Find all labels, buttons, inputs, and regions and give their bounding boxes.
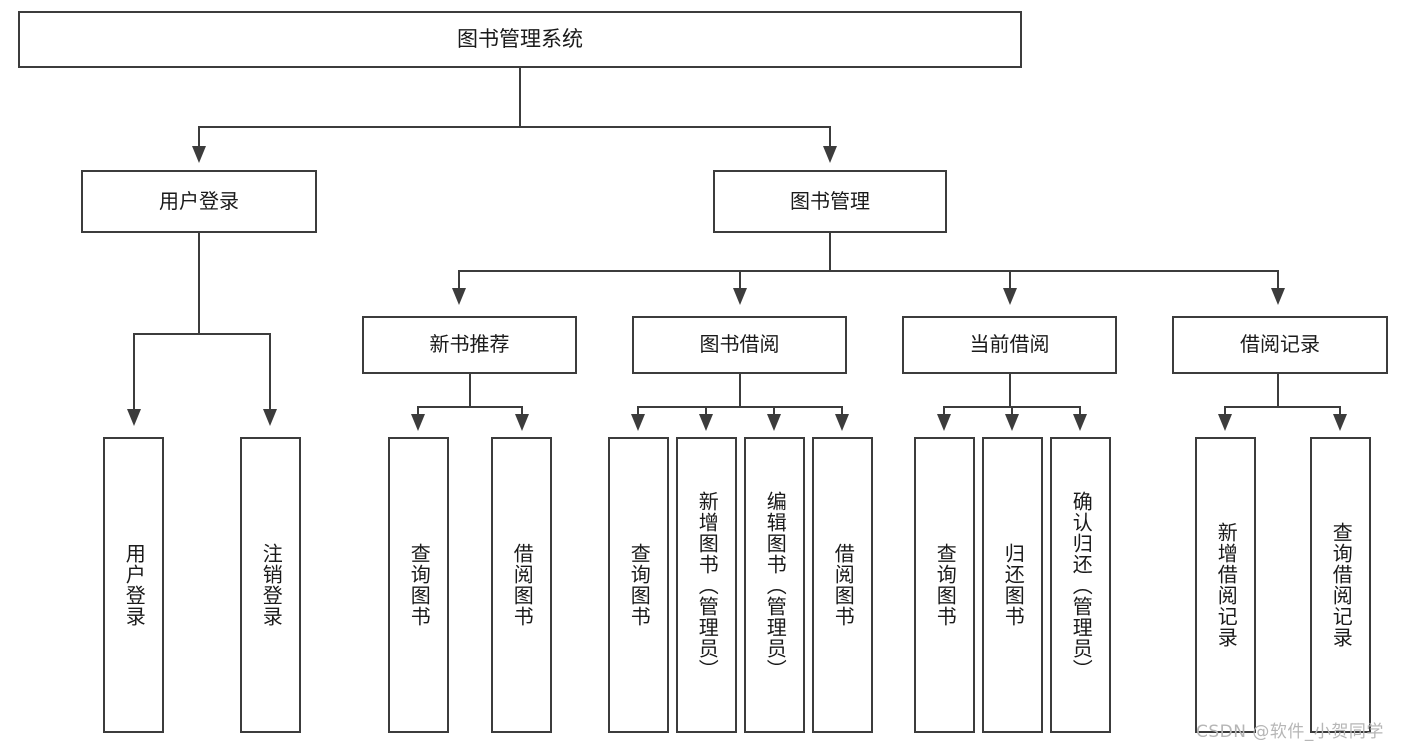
connector-user-login-bus [133, 333, 271, 335]
node-label: 新增图书（管理员） [695, 490, 720, 680]
connector-bb-branch-2 [705, 406, 707, 416]
arrow-down-icon [515, 414, 529, 431]
node-label: 当前借阅 [969, 332, 1050, 357]
arrow-down-icon [1218, 414, 1232, 431]
arrow-down-icon [699, 414, 713, 431]
leaf-cb-query-book[interactable]: 查询图书 [914, 437, 975, 733]
node-label: 用户登录 [122, 543, 147, 627]
arrow-down-icon [127, 409, 141, 426]
connector-br-branch-2 [1339, 406, 1341, 416]
node-label: 查询借阅记录 [1329, 522, 1354, 648]
arrow-down-icon [1271, 288, 1285, 305]
connector-new-book-recommend-stem [469, 374, 471, 408]
connector-bb-branch-4 [841, 406, 843, 416]
arrow-down-icon [835, 414, 849, 431]
connector-root-bus [198, 126, 831, 128]
arrow-down-icon [411, 414, 425, 431]
connector-to-book-borrow [739, 270, 741, 290]
arrow-down-icon [192, 146, 206, 163]
node-label: 用户登录 [159, 188, 239, 213]
node-label: 借阅图书 [510, 543, 535, 627]
arrow-down-icon [1333, 414, 1347, 431]
leaf-nbr-borrow-book[interactable]: 借阅图书 [491, 437, 552, 733]
connector-cb-branch-3 [1079, 406, 1081, 416]
arrow-down-icon [1005, 414, 1019, 431]
connector-book-management-stem [829, 233, 831, 272]
node-book-borrow[interactable]: 图书借阅 [632, 316, 847, 374]
connector-user-login-branch-2 [269, 333, 271, 411]
node-label: 查询图书 [407, 543, 432, 627]
leaf-user-logout[interactable]: 注销登录 [240, 437, 301, 733]
arrow-down-icon [733, 288, 747, 305]
connector-root-to-user-login [198, 126, 200, 148]
node-label: 图书管理 [790, 188, 870, 213]
connector-new-book-recommend-bus [417, 406, 522, 408]
node-label: 借阅图书 [831, 543, 856, 627]
arrow-down-icon [263, 409, 277, 426]
node-label: 新增借阅记录 [1214, 522, 1239, 648]
node-current-borrow[interactable]: 当前借阅 [902, 316, 1117, 374]
connector-borrow-record-bus [1224, 406, 1341, 408]
leaf-user-login[interactable]: 用户登录 [103, 437, 164, 733]
arrow-down-icon [631, 414, 645, 431]
connector-br-branch-1 [1224, 406, 1226, 416]
leaf-bb-borrow-book[interactable]: 借阅图书 [812, 437, 873, 733]
node-label: 新书推荐 [429, 332, 510, 357]
connector-book-borrow-bus [637, 406, 842, 408]
node-label: 查询图书 [933, 543, 958, 627]
leaf-br-add-record[interactable]: 新增借阅记录 [1195, 437, 1256, 733]
node-label: 归还图书 [1001, 543, 1026, 627]
connector-book-borrow-stem [739, 374, 741, 408]
connector-borrow-record-stem [1277, 374, 1279, 408]
connector-cb-branch-1 [943, 406, 945, 416]
node-new-book-recommend[interactable]: 新书推荐 [362, 316, 577, 374]
arrow-down-icon [937, 414, 951, 431]
arrow-down-icon [1003, 288, 1017, 305]
leaf-cb-return-book[interactable]: 归还图书 [982, 437, 1043, 733]
node-user-login[interactable]: 用户登录 [81, 170, 317, 233]
node-label: 图书管理系统 [457, 27, 583, 52]
node-label: 借阅记录 [1240, 332, 1320, 357]
leaf-bb-add-book-admin[interactable]: 新增图书（管理员） [676, 437, 737, 733]
connector-user-login-branch-1 [133, 333, 135, 411]
node-label: 注销登录 [259, 543, 284, 627]
connector-bb-branch-1 [637, 406, 639, 416]
connector-root-stem [519, 68, 521, 128]
leaf-br-query-record[interactable]: 查询借阅记录 [1310, 437, 1371, 733]
leaf-nbr-query-book[interactable]: 查询图书 [388, 437, 449, 733]
leaf-cb-confirm-return-admin[interactable]: 确认归还（管理员） [1050, 437, 1111, 733]
node-label: 确认归还（管理员） [1069, 490, 1094, 680]
arrow-down-icon [1073, 414, 1087, 431]
leaf-bb-edit-book-admin[interactable]: 编辑图书（管理员） [744, 437, 805, 733]
connector-book-management-bus [458, 270, 1277, 272]
node-book-management[interactable]: 图书管理 [713, 170, 947, 233]
node-root-book-management-system[interactable]: 图书管理系统 [18, 11, 1022, 68]
connector-root-to-book-management [829, 126, 831, 148]
connector-user-login-stem [198, 233, 200, 335]
node-label: 编辑图书（管理员） [763, 490, 788, 680]
connector-to-new-book-recommend [458, 270, 460, 290]
node-label: 图书借阅 [699, 332, 780, 357]
arrow-down-icon [767, 414, 781, 431]
arrow-down-icon [823, 146, 837, 163]
connector-nbr-branch-2 [521, 406, 523, 416]
node-borrow-record[interactable]: 借阅记录 [1172, 316, 1388, 374]
connector-cb-branch-2 [1011, 406, 1013, 416]
connector-nbr-branch-1 [417, 406, 419, 416]
connector-bb-branch-3 [773, 406, 775, 416]
leaf-bb-query-book[interactable]: 查询图书 [608, 437, 669, 733]
arrow-down-icon [452, 288, 466, 305]
connector-to-current-borrow [1009, 270, 1011, 290]
node-label: 查询图书 [627, 543, 652, 627]
connector-to-borrow-record [1277, 270, 1279, 290]
connector-current-borrow-stem [1009, 374, 1011, 408]
